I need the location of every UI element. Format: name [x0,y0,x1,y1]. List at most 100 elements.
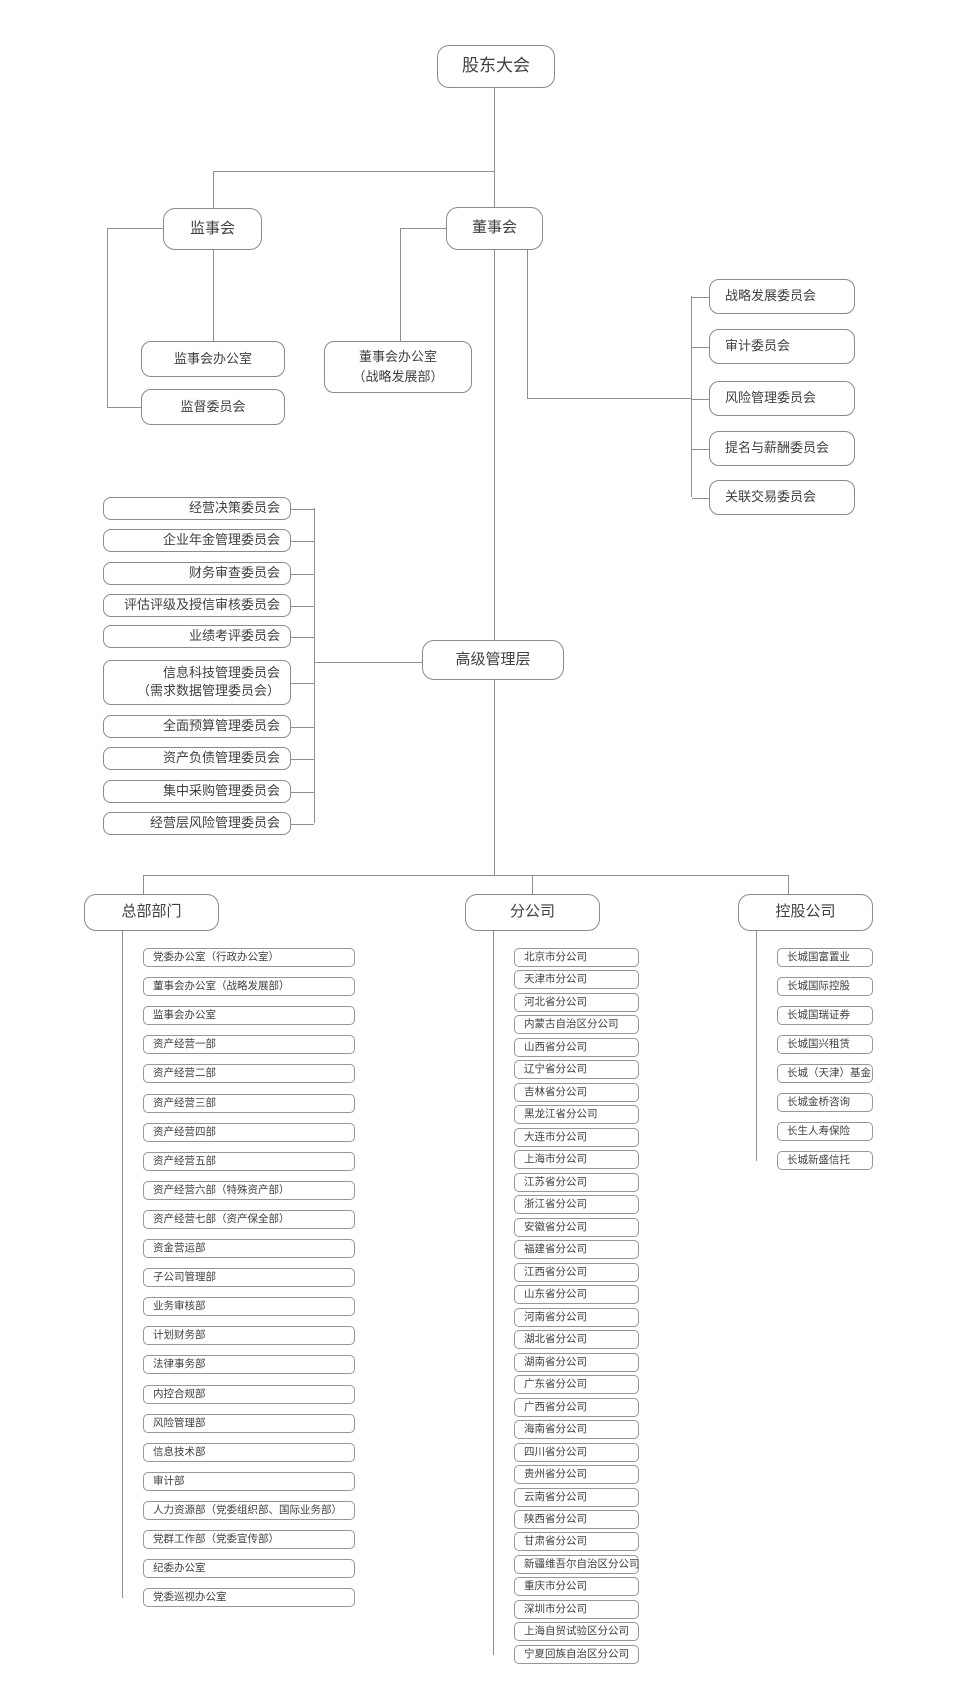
org-item: 上海市分公司 [514,1150,639,1170]
org-item: 内蒙古自治区分公司 [514,1015,639,1035]
org-item: 大连市分公司 [514,1127,639,1147]
connector-line [107,228,108,407]
org-item: 党委办公室（行政办公室） [143,948,355,967]
org-item: 重庆市分公司 [514,1577,639,1597]
org-item: 江西省分公司 [514,1262,639,1282]
org-item: 资金营运部 [143,1239,355,1258]
senior-committee: 经营决策委员会 [103,497,314,520]
senior-committee: 财务审查委员会 [103,562,314,585]
board-committee: 战略发展委员会 [692,279,855,314]
org-item: 天津市分公司 [514,970,639,990]
senior-committee: 业绩考评委员会 [103,625,314,648]
node-senior-management: 高级管理层 [422,640,564,680]
org-item: 浙江省分公司 [514,1195,639,1215]
connector-line [122,930,123,1598]
senior-committee: 全面预算管理委员会 [103,715,314,738]
org-item: 长城国兴租赁 [777,1035,873,1054]
node-supervision-committee: 监督委员会 [141,389,285,425]
board-office-line2: （战略发展部） [352,369,444,384]
node-headquarters-header: 总部部门 [84,894,219,931]
org-item: 资产经营七部（资产保全部） [143,1209,355,1229]
node-branches-header: 分公司 [465,894,600,931]
org-item: 长生人寿保险 [777,1122,873,1141]
connector-line [107,407,141,408]
connector-line [494,250,495,640]
board-office-line1: 董事会办公室 [358,349,437,364]
org-item: 黑龙江省分公司 [514,1105,639,1125]
connector-line [400,228,446,229]
org-item: 河南省分公司 [514,1307,639,1327]
connector-line [691,296,692,497]
node-supervisory-office: 监事会办公室 [141,341,285,377]
org-item: 陕西省分公司 [514,1510,639,1529]
org-item: 长城金桥咨询 [777,1093,873,1112]
connector-line [400,228,401,341]
org-item: 河北省分公司 [514,992,639,1012]
connector-line [213,171,214,208]
org-item: 福建省分公司 [514,1240,639,1260]
org-item: 江苏省分公司 [514,1172,639,1192]
connector-line [143,875,789,876]
org-item: 湖南省分公司 [514,1352,639,1372]
senior-committee: 企业年金管理委员会 [103,529,314,552]
connector-line [213,250,214,341]
connector-line [107,228,163,229]
senior-committee-line2: （需求数据管理委员会） [136,683,280,698]
org-item: 甘肃省分公司 [514,1532,639,1552]
node-board-of-directors: 董事会 [446,207,543,250]
org-item: 长城（天津）基金 [777,1064,873,1083]
board-committee: 风险管理委员会 [692,381,855,416]
connector-line [314,508,315,823]
connector-line [493,931,494,1655]
org-item: 资产经营六部（特殊资产部） [143,1180,355,1200]
org-item: 子公司管理部 [143,1268,355,1288]
connector-line [527,398,691,399]
org-item: 上海自贸试验区分公司 [514,1622,639,1642]
org-item: 湖北省分公司 [514,1330,639,1350]
org-item: 吉林省分公司 [514,1082,639,1102]
org-item: 长城国富置业 [777,948,873,967]
org-item: 内控合规部 [143,1384,355,1404]
connector-line [532,875,533,894]
board-committee: 审计委员会 [692,329,855,364]
org-item: 计划财务部 [143,1326,355,1346]
org-item: 辽宁省分公司 [514,1060,639,1080]
org-item: 董事会办公室（战略发展部） [143,977,355,997]
connector-line [788,875,789,894]
node-board-office: 董事会办公室 （战略发展部） [324,341,472,393]
org-item: 北京市分公司 [514,948,639,967]
org-item: 监事会办公室 [143,1006,355,1026]
org-item: 海南省分公司 [514,1420,639,1440]
connector-line [143,875,144,894]
connector-line [494,680,495,875]
org-item: 信息技术部 [143,1442,355,1462]
senior-committee: 资产负债管理委员会 [103,747,314,770]
org-item: 党群工作部（党委宣传部） [143,1530,355,1549]
node-shareholders-meeting: 股东大会 [437,45,555,88]
org-item: 广东省分公司 [514,1375,639,1395]
senior-committee: 评估评级及授信审核委员会 [103,594,314,617]
org-item: 宁夏回族自治区分公司 [514,1644,639,1664]
senior-committee: 经营层风险管理委员会 [103,812,314,835]
connector-line [756,931,757,1161]
connector-line [494,88,495,207]
org-item: 资产经营二部 [143,1064,355,1084]
org-item: 安徽省分公司 [514,1217,639,1237]
org-item: 业务审核部 [143,1297,355,1317]
org-item: 资产经营五部 [143,1151,355,1171]
connector-line [314,662,422,663]
org-item: 云南省分公司 [514,1487,639,1507]
org-item: 长城国际控股 [777,977,873,996]
org-item: 山西省分公司 [514,1037,639,1057]
senior-committee: 集中采购管理委员会 [103,780,314,803]
org-item: 审计部 [143,1471,355,1491]
org-item: 深圳市分公司 [514,1599,639,1619]
org-item: 资产经营四部 [143,1122,355,1142]
org-item: 四川省分公司 [514,1442,639,1462]
org-item: 资产经营一部 [143,1035,355,1055]
org-item: 新疆维吾尔自治区分公司 [514,1554,639,1574]
org-item: 风险管理部 [143,1413,355,1433]
connector-line [213,171,495,172]
org-item: 人力资源部（党委组织部、国际业务部） [143,1500,355,1520]
org-item: 法律事务部 [143,1355,355,1375]
